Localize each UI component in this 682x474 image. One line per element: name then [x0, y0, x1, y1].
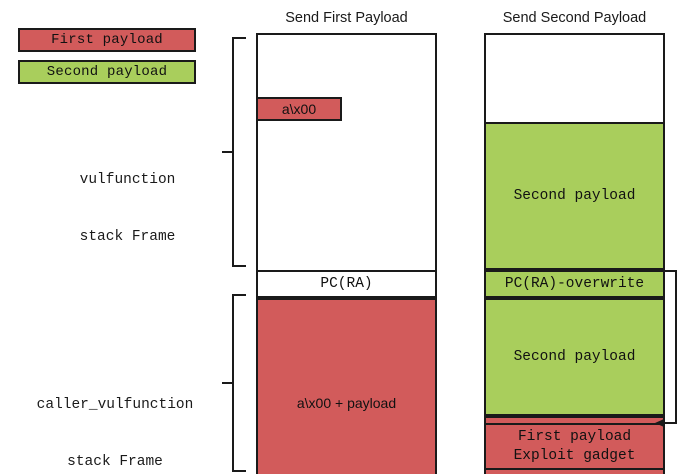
- exploit-gadget-line1: First payload: [517, 428, 632, 445]
- brace-vulfunction-nub: [222, 151, 234, 153]
- frame-label-vulfunction: vulfunction stack Frame: [40, 133, 215, 285]
- stack-block-exploit-gadget: First payload Exploit gadget: [484, 423, 665, 470]
- stack-block-second-payload-upper: Second payload: [484, 122, 665, 270]
- stack-block-a-x00: a\x00: [256, 97, 342, 121]
- legend-item-second-payload: Second payload: [18, 60, 196, 84]
- brace-vulfunction-frame: [222, 37, 246, 267]
- legend-label-second-payload: Second payload: [46, 64, 168, 80]
- stack-block-pc-ra-overwrite: PC(RA)-overwrite: [484, 270, 665, 298]
- stack-block-pc-ra: PC(RA): [256, 270, 437, 298]
- brace-caller-vulfunction-frame: [222, 294, 246, 472]
- brace-caller-vulfunction-nub: [222, 382, 234, 384]
- stack-column-second-payload: Second payload PC(RA)-overwrite Second p…: [484, 33, 665, 474]
- stack-block-second-payload-lower: Second payload: [484, 298, 665, 416]
- stack-block-a-x00-plus-payload: a\x00 + payload: [256, 298, 437, 474]
- frame-label-vulfunction-line1: vulfunction: [79, 172, 176, 188]
- legend-item-first-payload: First payload: [18, 28, 196, 52]
- overwrite-arrow: [655, 265, 682, 430]
- frame-label-caller-line1: caller_vulfunction: [36, 397, 194, 413]
- frame-label-vulfunction-line2: stack Frame: [79, 229, 176, 245]
- legend-label-first-payload: First payload: [51, 32, 163, 48]
- stack-column-first-payload: a\x00 PC(RA) a\x00 + payload: [256, 33, 437, 474]
- exploit-gadget-line2: Exploit gadget: [513, 447, 636, 464]
- frame-label-caller-vulfunction: caller_vulfunction stack Frame: [14, 358, 216, 474]
- column-header-send-second-payload: Send Second Payload: [502, 10, 647, 26]
- column-header-send-first-payload: Send First Payload: [285, 10, 408, 26]
- frame-label-caller-line2: stack Frame: [67, 454, 163, 470]
